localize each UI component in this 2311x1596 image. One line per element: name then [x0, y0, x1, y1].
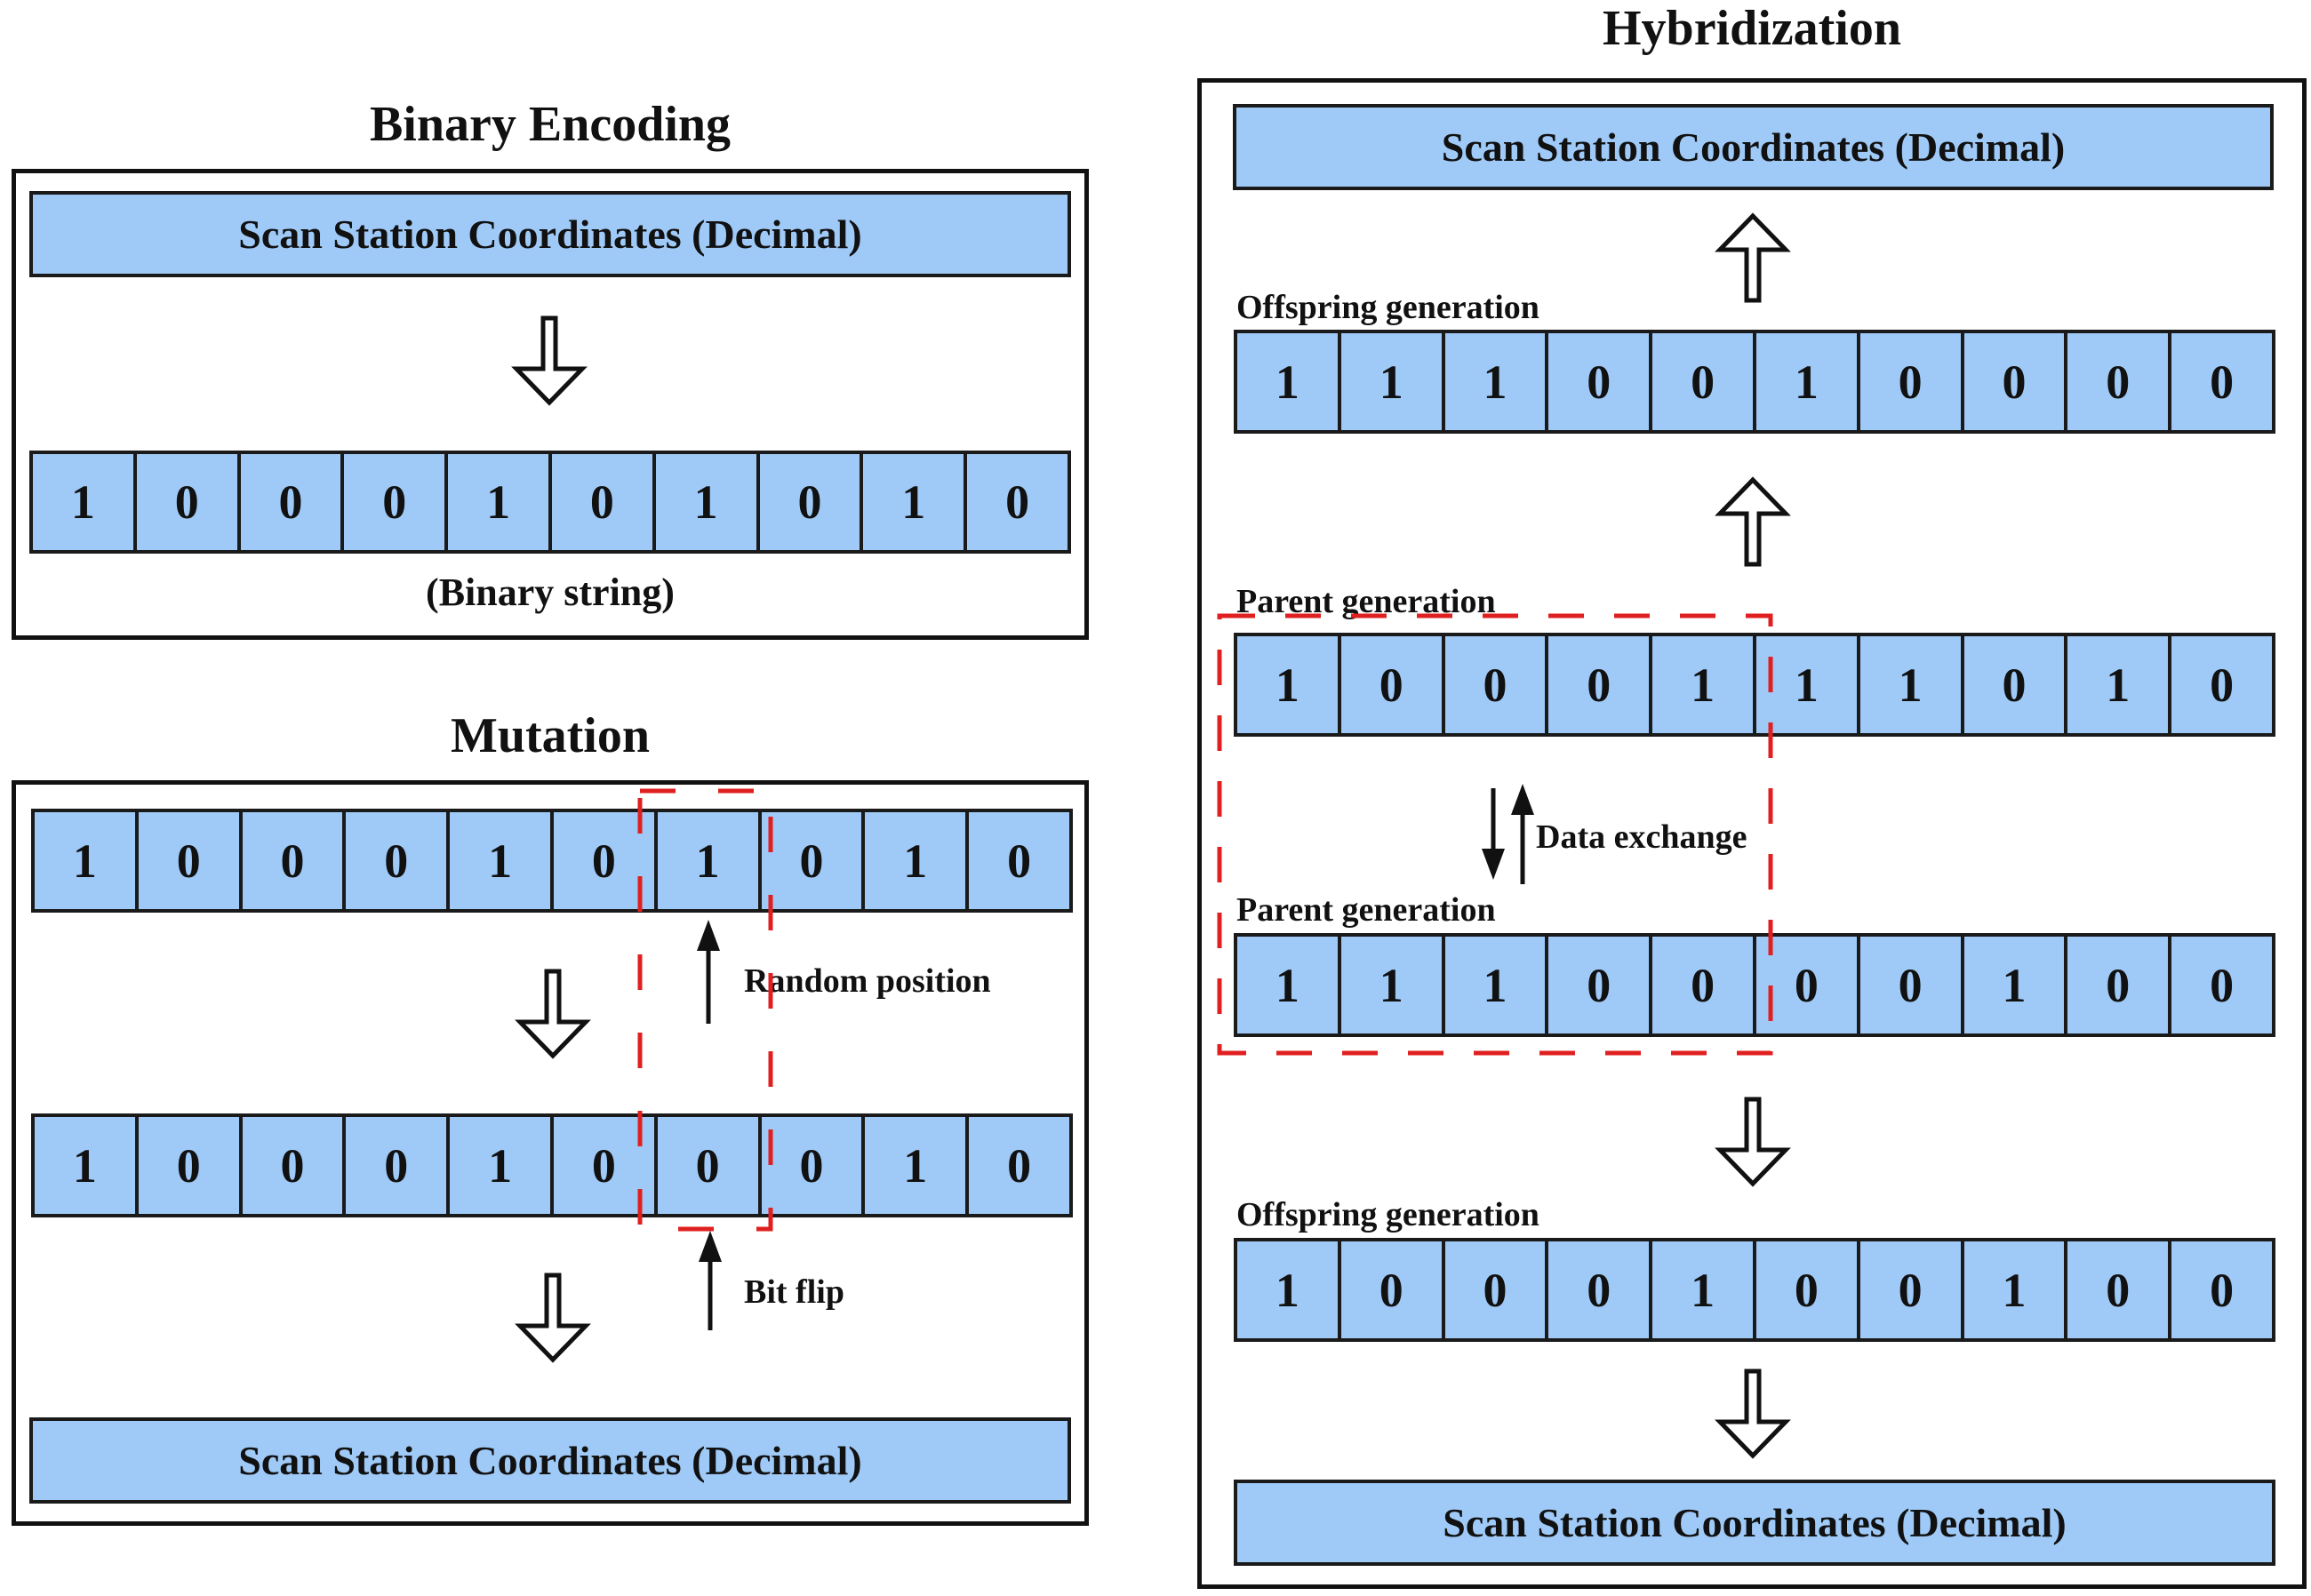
bit-cell: 1 [1275, 355, 1299, 409]
bit-cell: 0 [1545, 1241, 1649, 1338]
bit-cell: 1 [1649, 1241, 1753, 1338]
bit-flip-label: Bit flip [744, 1273, 844, 1311]
hybridization-bottom-decimal-box: Scan Station Coordinates (Decimal) [1234, 1480, 2275, 1566]
bit-cell: 0 [1441, 636, 1546, 733]
bit-cell: 0 [1752, 1241, 1857, 1338]
bit-cell: 0 [757, 1117, 862, 1214]
bit-cell: 0 [549, 1117, 654, 1214]
bit-cell: 0 [342, 1117, 446, 1214]
bit-cell: 0 [2064, 1241, 2168, 1338]
bit-cell: 0 [1856, 1241, 1961, 1338]
bit-cell: 0 [2064, 333, 2168, 430]
bit-cell: 0 [757, 812, 862, 909]
bit-cell: 0 [2168, 636, 2272, 733]
bit-cell: 1 [1337, 333, 1442, 430]
mutation-decimal-box: Scan Station Coordinates (Decimal) [29, 1417, 1071, 1504]
bit-cell: 0 [1441, 1241, 1546, 1338]
bit-cell: 1 [1337, 937, 1442, 1033]
decimal-label: Scan Station Coordinates (Decimal) [238, 1438, 862, 1483]
bit-cell: 0 [342, 812, 446, 909]
bit-cell: 0 [1649, 937, 1753, 1033]
bit-cell: 0 [340, 454, 444, 550]
binary-string-caption: (Binary string) [426, 571, 675, 614]
decimal-label: Scan Station Coordinates (Decimal) [1443, 1500, 2067, 1545]
bit-cell: 0 [236, 454, 341, 550]
bit-cell: 1 [72, 834, 97, 888]
bit-cell: 1 [1960, 937, 2065, 1033]
bit-cell: 1 [1856, 636, 1961, 733]
bit-cell: 0 [965, 1117, 1069, 1214]
bit-cell: 1 [652, 454, 756, 550]
parent1-label: Parent generation [1236, 583, 1496, 620]
hybridization-top-decimal-box: Scan Station Coordinates (Decimal) [1233, 104, 2274, 190]
binary-encoding-decimal-box: Scan Station Coordinates (Decimal) [29, 191, 1071, 277]
bit-cell: 0 [549, 812, 654, 909]
bit-cell: 1 [446, 1117, 550, 1214]
bit-cell: 0 [1960, 636, 2065, 733]
bit-cell: 1 [1275, 958, 1299, 1012]
bit-cell: 0 [1337, 636, 1442, 733]
bit-cell: 1 [444, 454, 548, 550]
bit-cell: 1 [2064, 636, 2168, 733]
binary-encoding-title: Binary Encoding [369, 97, 732, 152]
bit-cell: 0 [964, 454, 1068, 550]
bit-cell: 0 [1545, 636, 1649, 733]
bit-cell: 0 [134, 812, 239, 909]
decimal-label: Scan Station Coordinates (Decimal) [238, 211, 862, 257]
bit-cell: 1 [446, 812, 550, 909]
bit-cell: 0 [238, 1117, 343, 1214]
bit-cell: 0 [756, 454, 860, 550]
bit-cell: 0 [965, 812, 1069, 909]
bit-cell: 0 [548, 454, 652, 550]
bit-cell: 1 [1441, 333, 1546, 430]
bit-cell: 1 [1960, 1241, 2065, 1338]
bit-cell: 0 [1337, 1241, 1442, 1338]
bit-cell: 0 [132, 454, 237, 550]
bit-cell: 1 [1441, 937, 1546, 1033]
bit-cell: 1 [653, 812, 758, 909]
data-exchange-label: Data exchange [1536, 818, 1747, 856]
bit-cell: 0 [2168, 1241, 2272, 1338]
hybridization-title: Hybridization [1602, 1, 1902, 56]
bit-cell: 1 [860, 454, 964, 550]
bit-cell: 0 [1856, 937, 1961, 1033]
bit-cell: 0 [1545, 937, 1649, 1033]
random-position-label: Random position [744, 962, 991, 1000]
bit-cell: 0 [134, 1117, 239, 1214]
parent2-label: Parent generation [1236, 891, 1496, 929]
bit-cell: 0 [1649, 333, 1753, 430]
bit-cell: 0 [2168, 333, 2272, 430]
bit-cell: 1 [861, 812, 965, 909]
bit-cell: 1 [70, 475, 95, 529]
bit-cell: 0 [238, 812, 343, 909]
bit-cell: 0 [1752, 937, 1857, 1033]
mutation-title: Mutation [451, 708, 650, 763]
bit-cell: 0 [1545, 333, 1649, 430]
bit-cell: 1 [1752, 333, 1857, 430]
offspring-top-label: Offspring generation [1236, 289, 1539, 326]
bit-cell: 0 [2064, 937, 2168, 1033]
bit-cell: 1 [1752, 636, 1857, 733]
bit-cell: 1 [1275, 658, 1299, 712]
bit-cell: 0 [1960, 333, 2065, 430]
bit-cell: 1 [72, 1138, 97, 1193]
bit-cell: 0 [1856, 333, 1961, 430]
offspring-bottom-label: Offspring generation [1236, 1196, 1539, 1233]
bit-cell: 1 [861, 1117, 965, 1214]
bit-cell: 0 [2168, 937, 2272, 1033]
bit-cell: 1 [1649, 636, 1753, 733]
bit-cell: 0 [653, 1117, 758, 1214]
decimal-label: Scan Station Coordinates (Decimal) [1441, 124, 2066, 170]
bit-cell: 1 [1275, 1263, 1299, 1317]
